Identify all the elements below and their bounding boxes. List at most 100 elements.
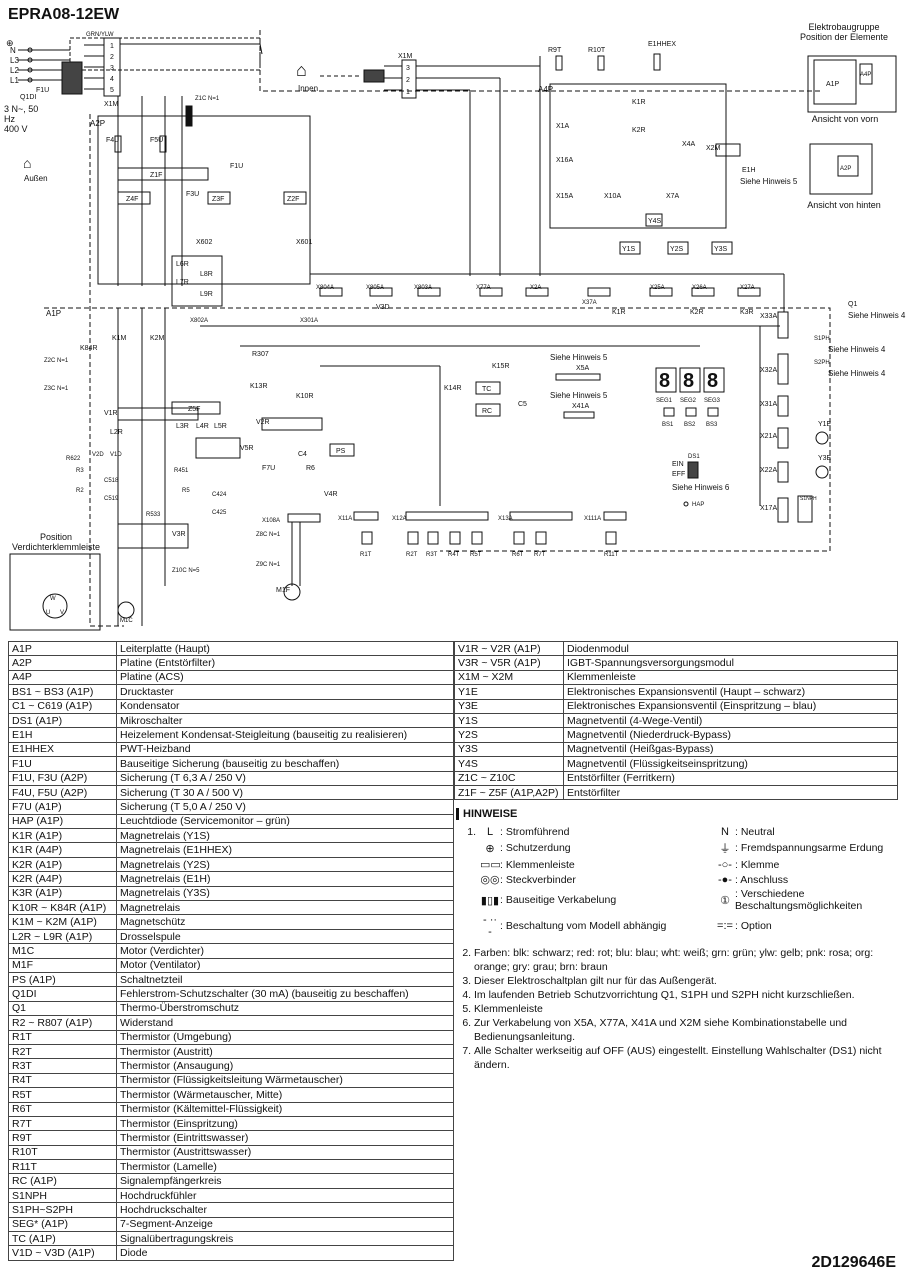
fuse-label: F1U: [36, 87, 49, 94]
ferrite-label: Z9C N=1: [256, 562, 281, 568]
reactor-label: L9R: [200, 291, 213, 298]
push-button: [685, 407, 697, 417]
legend-code: R2 ~ R807 (A1P): [8, 1015, 117, 1031]
legend-code: F1U: [8, 756, 117, 772]
legend-code: Y1S: [454, 712, 564, 729]
legend-code: K1R (A1P): [8, 828, 117, 844]
legend-code: K1R (A4P): [8, 842, 117, 858]
legend-description: Hochdruckschalter: [116, 1202, 454, 1218]
supply-spec: 3 N~, 50 Hz 400 V: [4, 104, 39, 134]
reactor-block: [171, 255, 223, 307]
ferrite-label: Z3C N=1: [44, 386, 69, 392]
connector-x41a: [563, 411, 595, 419]
legend-code: R3T: [8, 1058, 117, 1074]
legend-code: Y3S: [454, 741, 564, 758]
connector-label: X602: [196, 239, 212, 246]
terminal-letter: U: [46, 610, 50, 616]
symbol-icon: L: [486, 826, 494, 838]
connector-label: X41A: [572, 403, 589, 410]
relay-label: K2R: [632, 127, 646, 134]
legend-row: V3R ~ V5R (A1P)IGBT-Spannungsversorgungs…: [454, 655, 898, 671]
dip-switch: [687, 461, 699, 479]
compressor-terminal-box: [9, 553, 101, 631]
legend-description: Magnetrelais (E1H): [116, 871, 454, 887]
legend-code: R10T: [8, 1144, 117, 1161]
pressure-switch-label: S1PH: [814, 336, 830, 342]
legend-code: V1D ~ V3D (A1P): [8, 1245, 117, 1261]
legend-description: Diodenmodul: [563, 640, 898, 657]
connector-label: X11A: [338, 516, 352, 522]
legend-description: PWT-Heizband: [116, 741, 454, 758]
model-title: EPRA08-12EW: [8, 6, 120, 23]
legend-description: Fehlerstrom-Schutzschalter (30 mA) (baus…: [116, 986, 454, 1002]
legend-description: IGBT-Spannungsversorgungsmodul: [563, 655, 898, 671]
legend-code: SEG* (A1P): [8, 1216, 117, 1233]
document-id: 2D129646E: [811, 1254, 896, 1271]
legend-description: Drosselspule: [116, 928, 454, 945]
led-hap: [683, 501, 689, 507]
board-label: A2P: [90, 119, 105, 128]
legend-description: Elektronisches Expansionsventil (Einspri…: [563, 698, 898, 714]
connector: [649, 287, 673, 297]
power-supply-ps: [329, 443, 355, 457]
connector: [417, 287, 441, 297]
legend-description: Schaltnetzteil: [116, 971, 454, 988]
resistor-label: R451: [174, 468, 189, 474]
ferrite-label: Z10C N=5: [172, 568, 200, 574]
legend-description: Entstörfilter: [563, 784, 898, 801]
legend-row: V1R ~ V2R (A1P)Diodenmodul: [454, 640, 898, 657]
indoor-house-icon: ⌂: [296, 60, 307, 80]
connector-label: X15A: [556, 193, 573, 200]
heater-e1hhex: [653, 53, 661, 71]
legend-description: Thermistor (Lamelle): [116, 1159, 454, 1175]
see-note-4: Siehe Hinweis 4: [828, 369, 886, 378]
legend-code: A4P: [8, 669, 117, 686]
reactor-label: L2R: [110, 429, 123, 436]
circuit-label: RC: [482, 408, 492, 415]
thermistor-label: R1T: [360, 552, 372, 558]
compressor-motor-m1c: [117, 601, 135, 619]
legend-code: HAP (A1P): [8, 813, 117, 830]
legend-row: RC (A1P)Signalempfängerkreis: [8, 1173, 454, 1189]
front-view-label: Ansicht von vorn: [811, 114, 879, 124]
legend-description: Motor (Verdichter): [116, 943, 454, 959]
contactor-label: K1M: [112, 335, 127, 342]
symbol-text: : Beschaltung vom Modell abhängig: [500, 920, 667, 932]
legend-code: R11T: [8, 1159, 117, 1175]
legend-code: M1C: [8, 943, 117, 959]
see-note-4: Siehe Hinweis 4: [848, 311, 906, 320]
relay-label: K14R: [444, 385, 462, 392]
motor-label: M1C: [120, 618, 133, 624]
motor-y1e: [815, 431, 829, 445]
relay-label: K15R: [492, 363, 510, 370]
relay-label: K10R: [296, 393, 314, 400]
connector-label: X22A: [760, 467, 777, 474]
legend-description: Kondensator: [116, 698, 454, 714]
note-item: Zur Verkabelung von X5A, X77A, X41A und …: [474, 1016, 896, 1044]
seven-segment-display: [679, 367, 701, 393]
resistor-label: R307: [252, 351, 269, 358]
legend-code: DS1 (A1P): [8, 712, 117, 729]
legend-description: Magnetrelais (Y1S): [116, 828, 454, 844]
thermistor-label: R4T: [448, 552, 460, 558]
reactor-label: L5R: [214, 423, 227, 430]
legend-description: Signalübertragungskreis: [116, 1231, 454, 1247]
capacitor-label: C425: [212, 510, 227, 516]
legend-row: K3R (A1P)Magnetrelais (Y3S): [8, 885, 454, 902]
connector-label: X4A: [682, 141, 696, 148]
connector: [525, 287, 549, 297]
filter-label: Z5F: [188, 406, 200, 413]
legend-description: Magnetschütz: [116, 914, 454, 930]
capacitor-label: C518: [104, 478, 119, 484]
segment-label: SEG2: [680, 398, 697, 404]
module-label: PS: [336, 448, 346, 455]
connector-label: X31A: [760, 401, 777, 408]
